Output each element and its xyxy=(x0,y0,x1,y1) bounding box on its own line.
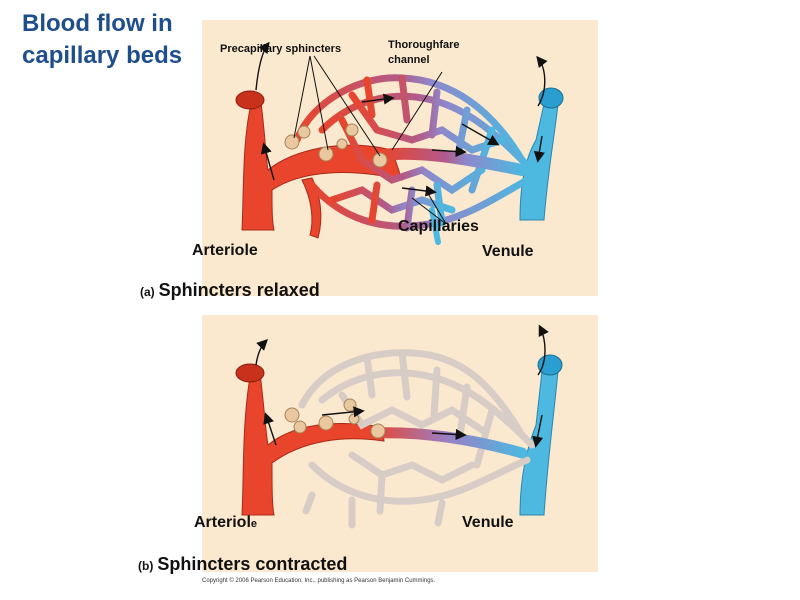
capillary-bed-contracted-illustration xyxy=(235,324,563,529)
caption-letter-b: (b) xyxy=(138,559,154,573)
label-thoroughfare-channel: Thoroughfare channel xyxy=(388,39,460,66)
capillary-exit xyxy=(429,207,441,245)
label-precapillary-sphincters: Precapillary sphincters xyxy=(220,43,342,55)
thoroughfare-channel xyxy=(376,147,528,176)
label-arteriole-tail: e xyxy=(250,518,258,530)
caption-text-a: Sphincters relaxed xyxy=(158,280,320,300)
venule-opening xyxy=(537,354,563,376)
slide-title: Blood flow in capillary beds xyxy=(22,10,183,69)
arteriole-vessel xyxy=(241,95,403,231)
label-venule: Venule xyxy=(462,514,514,531)
thoroughfare-channel xyxy=(366,427,528,459)
arteriole-opening xyxy=(235,363,265,383)
capillary-bed-relaxed-illustration xyxy=(235,41,564,245)
label-arteriole: Arteriole xyxy=(194,514,257,532)
caption-text-b: Sphincters contracted xyxy=(157,554,348,574)
leader-lines xyxy=(293,55,447,225)
panel-sphincters-contracted: Arteriole Venule xyxy=(194,315,598,572)
precapillary-sphincters xyxy=(284,398,386,439)
caption-letter-a: (a) xyxy=(140,285,155,299)
label-venule: Venule xyxy=(482,243,534,260)
panel-sphincters-relaxed: Precapillary sphincters Thoroughfare cha… xyxy=(192,20,598,296)
caption-panel-a: (a)Sphincters relaxed xyxy=(140,280,320,301)
precapillary-sphincters xyxy=(284,123,388,168)
flow-arrows xyxy=(255,324,549,448)
copyright-notice: Copyright © 2006 Pearson Education, Inc.… xyxy=(202,578,436,584)
venule-opening xyxy=(538,87,564,109)
flow-arrows xyxy=(255,41,548,197)
arteriole-vessel xyxy=(241,372,385,516)
label-arteriole-main: Arteriol xyxy=(194,514,251,531)
caption-panel-b: (b)Sphincters contracted xyxy=(138,554,347,575)
arteriole-opening xyxy=(235,90,265,110)
capillary-network xyxy=(293,74,536,232)
label-arteriole: Arteriole xyxy=(192,242,258,259)
label-capillaries: Capillaries xyxy=(398,218,479,235)
